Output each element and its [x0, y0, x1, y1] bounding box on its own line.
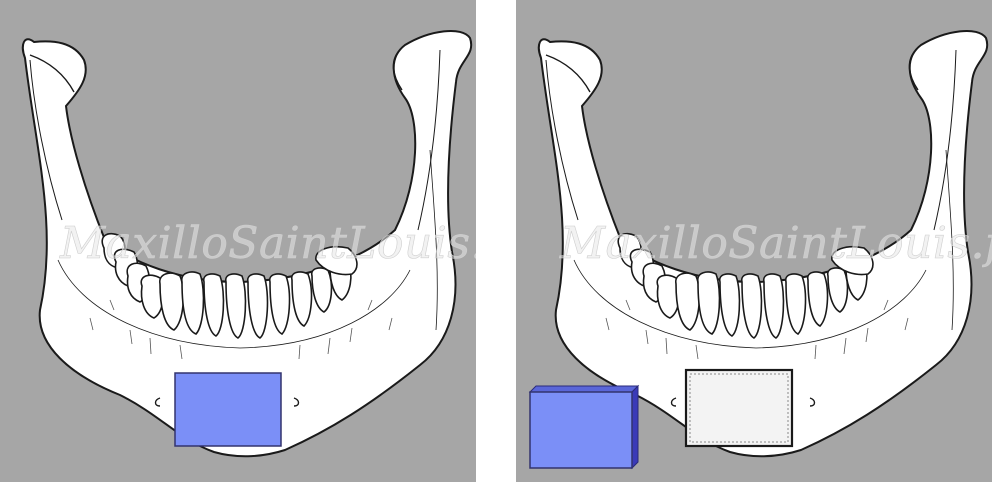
harvested-block: [530, 386, 638, 468]
diagram-after: MaxilloSaintLouis.fr: [516, 0, 992, 482]
bone-block-in-chin: [175, 373, 281, 446]
panel-before: MaxilloSaintLouis.fr: [0, 0, 476, 482]
panel-after: MaxilloSaintLouis.fr: [516, 0, 992, 482]
harvest-site: [686, 370, 792, 446]
watermark: MaxilloSaintLouis.fr: [559, 218, 992, 269]
diagram-before: MaxilloSaintLouis.fr: [0, 0, 476, 482]
watermark: MaxilloSaintLouis.fr: [59, 218, 476, 269]
